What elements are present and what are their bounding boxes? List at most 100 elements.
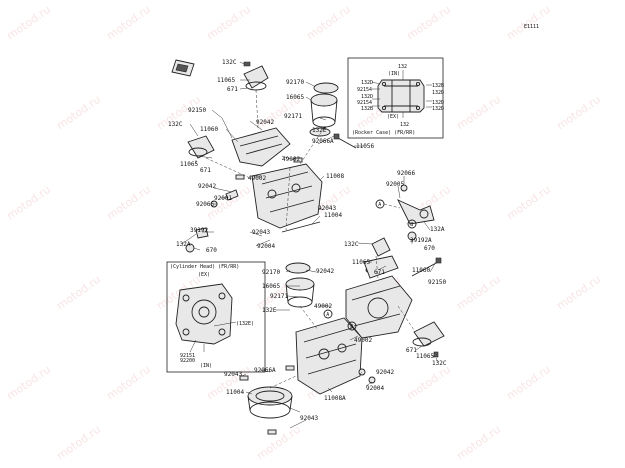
watermark-text: motod.ru [504, 363, 553, 403]
rocker-cover-ribs [239, 135, 283, 155]
dowel-pin [239, 375, 249, 381]
callout-b-circle [347, 321, 357, 331]
part-label: 92004 [366, 385, 384, 392]
inset-caption: (Cylinder Head) (FR/RR) [170, 264, 239, 270]
part-label: 132C [222, 59, 237, 66]
part-label: 132D [432, 90, 444, 96]
callout-a-text: A [378, 202, 381, 208]
part-labels: 132C 11065 671 92170 16065 92150 92171 1… [168, 59, 447, 422]
side-cover-right [413, 321, 445, 347]
diagram-code: E1111 [524, 24, 539, 30]
clamp-92170 [313, 82, 339, 94]
part-label: 132B [361, 106, 373, 112]
part-label: 132D [432, 106, 444, 112]
part-label: 132C [432, 360, 447, 367]
watermark-text: motod.ru [254, 423, 303, 463]
part-label: 92066 [397, 170, 415, 177]
washer-92004 [368, 376, 376, 384]
watermark-text: motod.ru [4, 3, 53, 43]
part-label: 132C [168, 121, 183, 128]
part-label: 11004 [226, 389, 244, 396]
inset-leader-lines [189, 321, 237, 353]
bolt-head [333, 133, 340, 140]
watermark-text: motod.ru [54, 423, 103, 463]
part-label: 671 [406, 347, 417, 354]
callout-a-text: A [326, 312, 329, 318]
stud-hole [218, 328, 226, 336]
rocker-case-inset: (Rocker Case) (FR/RR) (IN) (EX) 132 132D… [347, 57, 444, 139]
watermark-text: motod.ru [454, 423, 503, 463]
part-label: 92043 [252, 229, 270, 236]
spark-plug-hole [198, 306, 210, 318]
part-label: 671 [374, 269, 385, 276]
inset-leader-lines [371, 70, 432, 118]
o-ring-671 [245, 81, 267, 91]
inset-ex-label: (EX) [198, 272, 210, 278]
part-label: 132D [432, 100, 444, 106]
part-label: 92150 [428, 279, 446, 286]
hose-body [310, 99, 338, 123]
part-label: 92154 [357, 100, 372, 106]
part-label: 11060 [200, 126, 218, 133]
part-label: 92066A [254, 367, 276, 374]
bolt-92150-lower [411, 261, 439, 277]
rocker-case-cover [377, 79, 425, 113]
callout-markers: A B A B [323, 199, 417, 331]
stud-hole [182, 328, 190, 336]
part-label: 132A [176, 241, 191, 248]
bolt-132c-right [433, 351, 439, 358]
valve-port [337, 343, 347, 353]
part-label: 92154 [357, 87, 372, 93]
clamp-92170-lower [285, 262, 311, 274]
bolt-11056 [337, 137, 357, 149]
part-label: 132E [262, 307, 277, 314]
hose-16065-lower [285, 277, 315, 291]
part-label: 92043 [224, 371, 242, 378]
bolt-head [435, 257, 442, 264]
part-label: 92001 [214, 195, 232, 202]
intake-duct-lower [363, 255, 399, 279]
callout-b-text: B [410, 222, 413, 228]
valve-port [291, 183, 301, 193]
watermark-text: motod.ru [4, 363, 53, 403]
inset-in-label: (IN) [388, 71, 400, 77]
cylinder-head-11008 [251, 163, 323, 229]
assembly-guide-lines [383, 203, 401, 209]
intake-duct [243, 65, 269, 89]
part-label: 92042 [256, 119, 274, 126]
part-label: 132C [344, 241, 359, 248]
tag-plate-mark [175, 63, 189, 73]
rocker-cover-top [231, 127, 291, 167]
hose-bottom-lower [287, 296, 313, 308]
watermark-text: motod.ru [404, 3, 453, 43]
part-label: 132E [312, 127, 327, 134]
dowel-pin [267, 429, 277, 435]
part-label: 92005 [386, 181, 404, 188]
part-label: 11065 [217, 77, 235, 84]
bolt-hole [381, 81, 387, 87]
watermark-text: motod.ru [304, 3, 353, 43]
head-fins [261, 171, 315, 213]
bolt-hole [381, 105, 387, 111]
bolt-132c-lower [371, 237, 391, 257]
part-label: 132A [430, 226, 445, 233]
part-label: 132 [398, 64, 407, 70]
watermark-text: motod.ru [104, 363, 153, 403]
part-label: 11008A [324, 395, 346, 402]
bottom-cylinder-assembly [239, 237, 445, 435]
top-cylinder-assembly [171, 59, 435, 253]
cylinder-wall [247, 395, 293, 411]
watermark-text: motod.ru [204, 3, 253, 43]
part-label: 132B [432, 83, 444, 89]
washer-92066-right [400, 184, 408, 192]
combustion-chamber [191, 299, 217, 325]
part-label: 670 [206, 247, 217, 254]
part-label: 11056 [356, 143, 374, 150]
dowel-pin [235, 174, 245, 180]
part-label: 670 [424, 245, 435, 252]
part-label: 132 [400, 122, 409, 128]
watermark-text: motod.ru [554, 93, 603, 133]
ring-11060 [309, 127, 331, 137]
part-label: 92066 [196, 201, 214, 208]
